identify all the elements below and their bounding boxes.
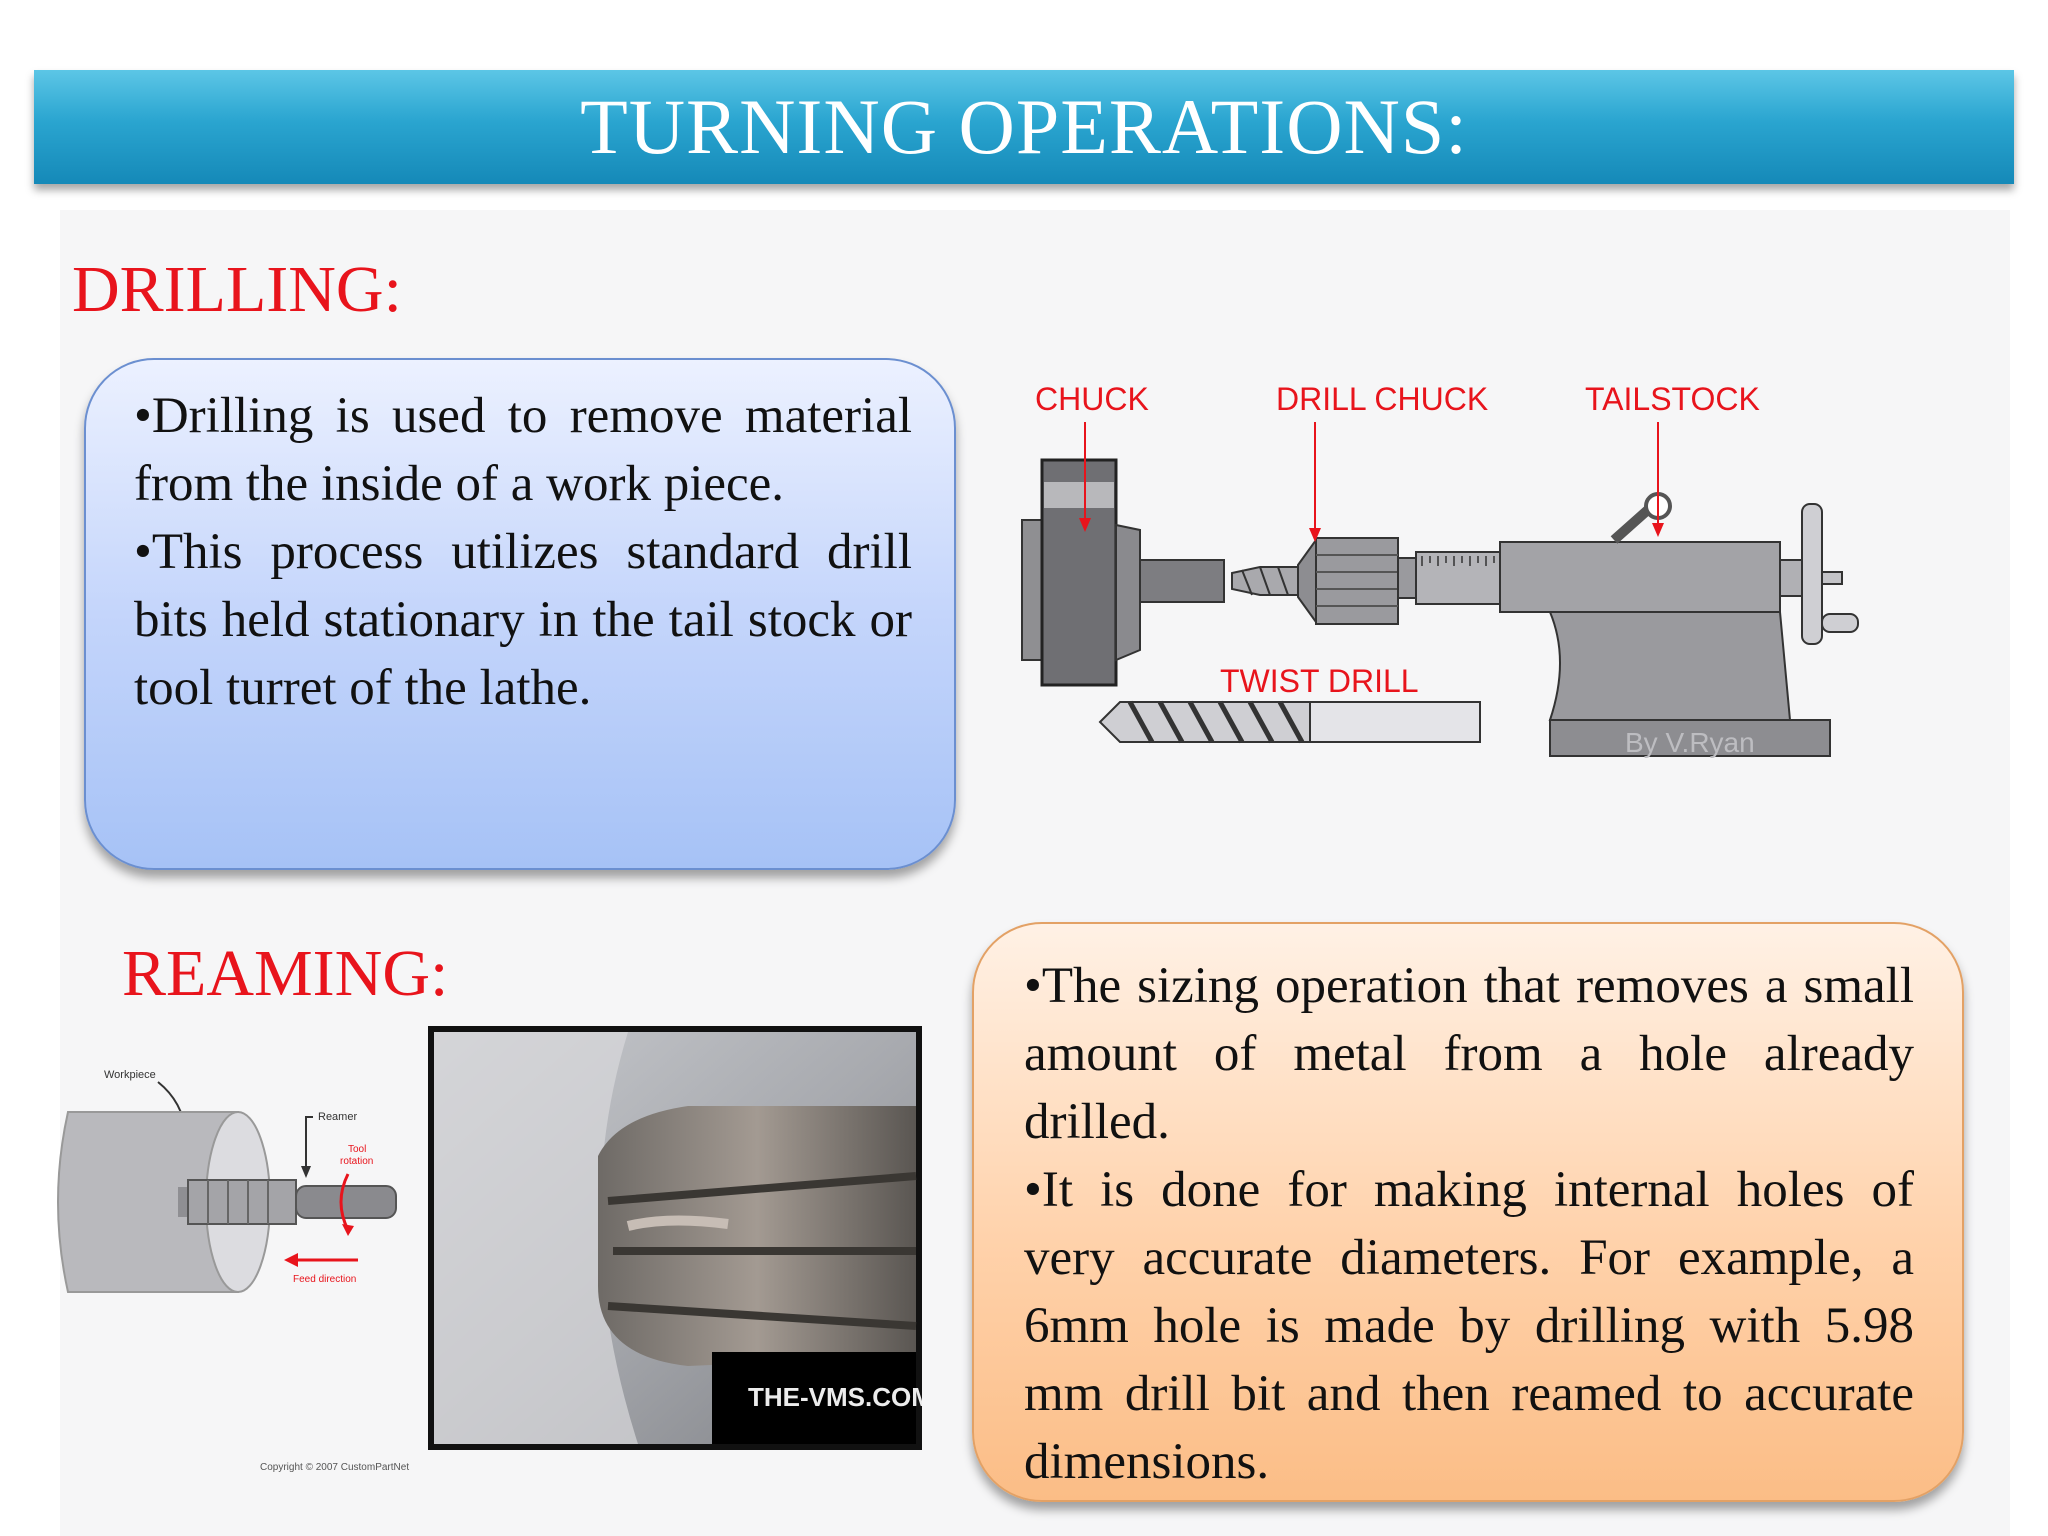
workpiece-label: Workpiece [104,1069,156,1081]
reaming-heading: REAMING: [122,937,449,1010]
diagram-copyright: Copyright © 2007 CustomPartNet [260,1462,409,1473]
feed-direction-label: Feed direction [293,1274,356,1285]
title-bar: TURNING OPERATIONS: [34,70,2014,184]
drill-chuck-label: DRILL CHUCK [1276,381,1488,417]
reaming-description: •The sizing operation that removes a sma… [1024,952,1914,1496]
tailstock-body [1499,492,1859,757]
drilling-description: •Drilling is used to remove material fro… [134,382,912,722]
reamer-body [598,1106,916,1366]
reaming-photo: THE-VMS.COM [428,1026,922,1450]
drilling-bullet-2: •This process utilizes standard drill bi… [134,524,912,716]
reamer-tool [187,1179,397,1225]
twist-drill-label: TWIST DRILL [1220,663,1419,699]
twist-drill [1098,700,1481,744]
reaming-bullet-1: •The sizing operation that removes a sma… [1024,958,1914,1150]
reaming-bullet-2: •It is done for making internal holes of… [1024,1162,1914,1490]
diagram-credit: By V.Ryan [1625,727,1755,758]
drilling-heading: DRILLING: [72,253,402,326]
lathe-chuck [1021,458,1225,687]
reaming-description-box: •The sizing operation that removes a sma… [972,922,1964,1502]
tool-rotation-label-2: rotation [340,1156,373,1167]
photo-watermark-box [712,1352,916,1444]
chuck-label: CHUCK [1035,381,1149,417]
tailstock-label: TAILSTOCK [1585,381,1760,417]
slide-title: TURNING OPERATIONS: [580,83,1468,170]
drill-chuck [1297,536,1399,626]
reamer-label: Reamer [318,1111,357,1123]
drilling-bullet-1: •Drilling is used to remove material fro… [134,388,912,512]
photo-watermark: THE-VMS.COM [748,1382,922,1412]
lathe-drilling-diagram: CHUCK DRILL CHUCK TAILSTOCK [1021,381,1859,758]
reaming-diagram: Workpiece Reamer Tool rotation Feed dire… [57,1069,409,1473]
tool-rotation-label-1: Tool [348,1144,366,1155]
drilling-description-box: •Drilling is used to remove material fro… [84,358,956,870]
